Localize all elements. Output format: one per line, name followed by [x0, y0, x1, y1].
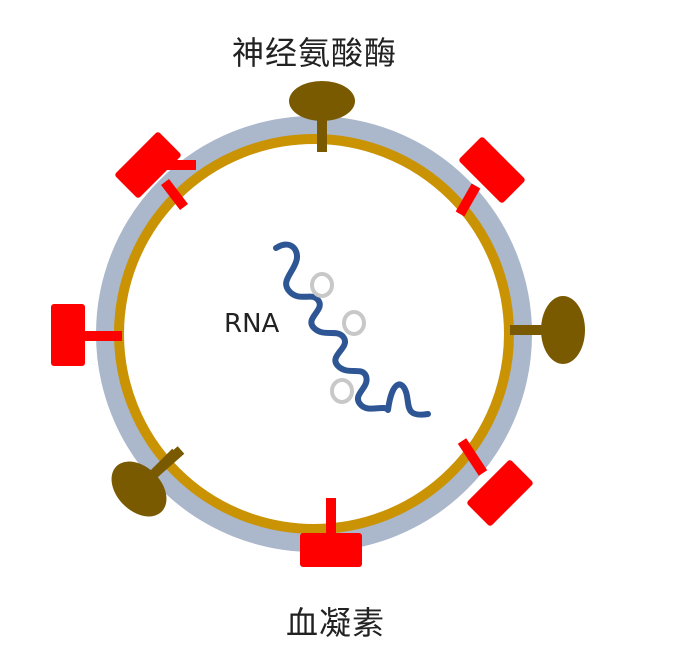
hemagglutinin-spike-bottom-right [467, 460, 533, 526]
rna-strand-icon [273, 241, 431, 418]
neuraminidase-spike-right [510, 296, 585, 364]
hemagglutinin-spike-top-right [459, 137, 525, 203]
neuraminidase-stem-bottom-left [152, 446, 185, 476]
neuraminidase-label: 神经氨酸酶 [232, 34, 398, 72]
hemagglutinin-stem-top-right [455, 183, 481, 217]
hemagglutinin-label: 血凝素 [286, 604, 386, 642]
nucleoprotein-2 [342, 310, 366, 336]
hemagglutinin-spike-left [51, 304, 122, 366]
hemagglutinin-stem-top-left [161, 178, 188, 211]
hemagglutinin-spike-top-left [115, 132, 196, 198]
nucleoprotein-1 [310, 272, 334, 298]
neuraminidase-spike-top [289, 81, 355, 152]
hemagglutinin-spike-bottom [300, 498, 362, 567]
hemagglutinin-stem-bottom-right [457, 438, 488, 476]
nucleoprotein-3 [330, 378, 354, 404]
rna-label: RNA [224, 309, 280, 339]
